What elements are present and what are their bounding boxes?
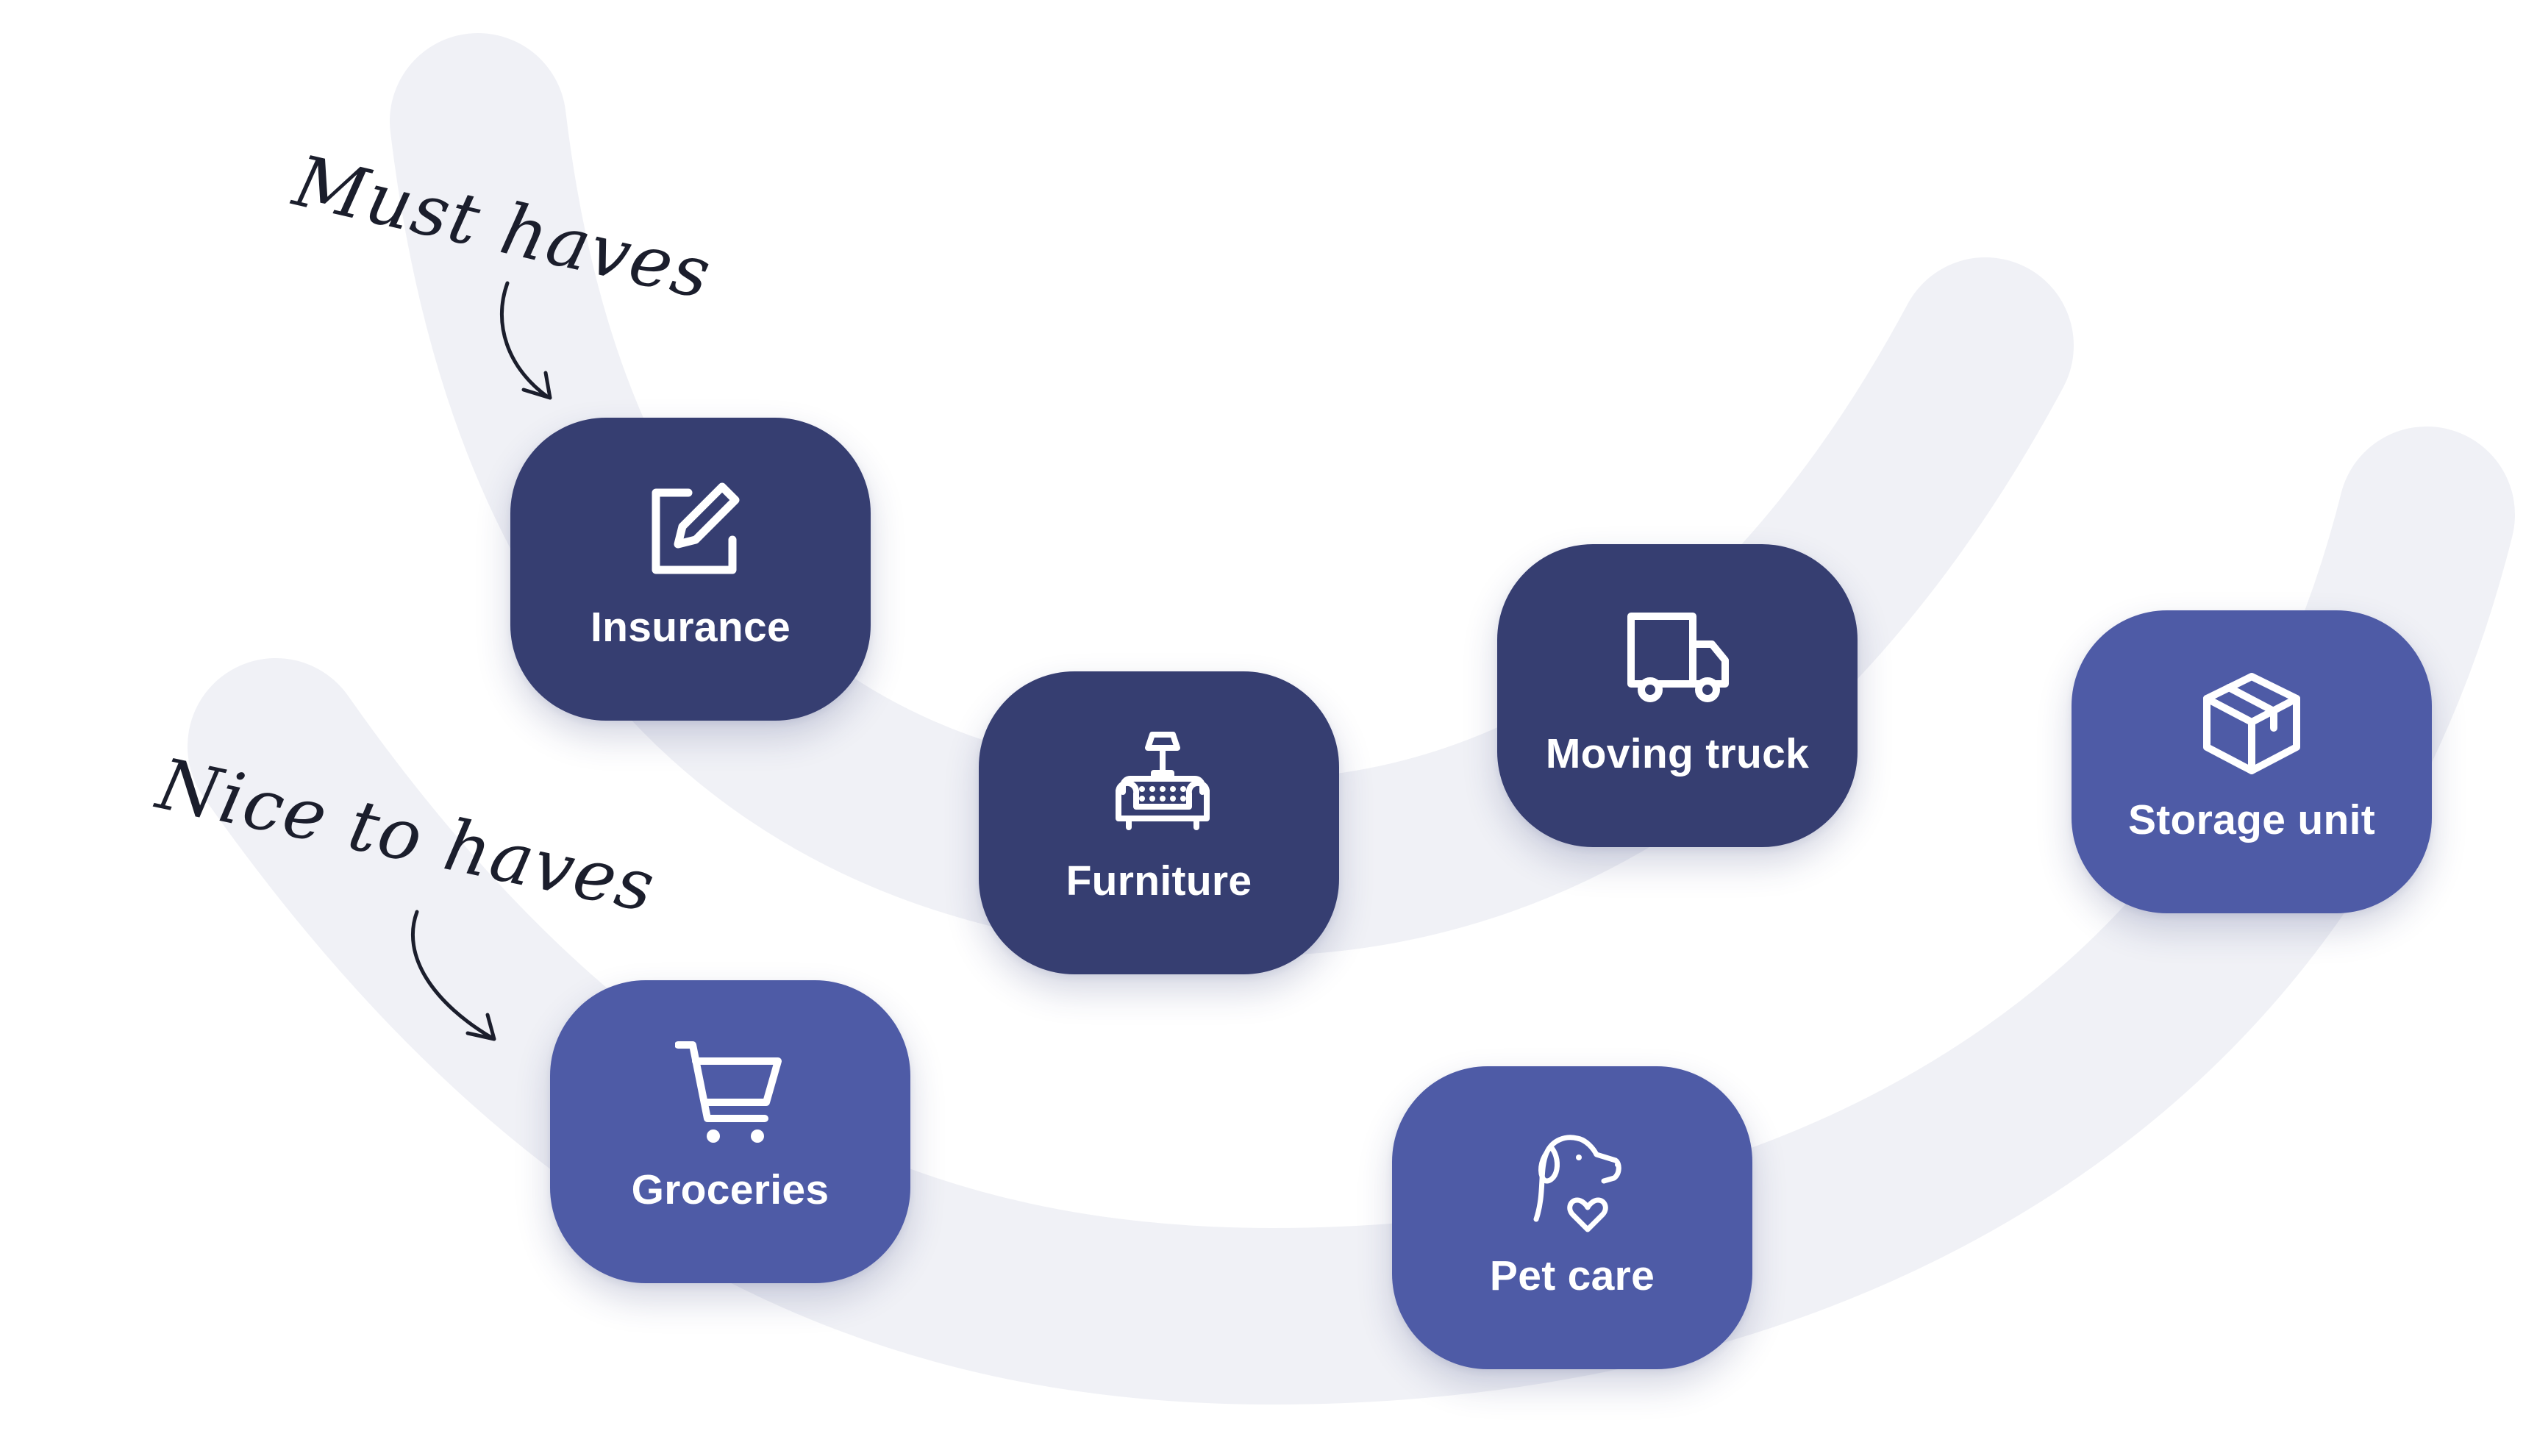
moving-truck-card[interactable]: Moving truck (1497, 544, 1858, 847)
furniture-label: Furniture (1066, 857, 1252, 904)
storage-unit-label: Storage unit (2127, 796, 2376, 843)
must-haves-arrow (500, 281, 550, 399)
must-haves-arrowhead (521, 371, 552, 400)
furniture-card[interactable]: Furniture (979, 671, 1339, 974)
edit-icon (652, 482, 740, 574)
sofa-icon (1116, 732, 1210, 830)
insurance-card[interactable]: Insurance (510, 418, 871, 721)
pet-care-label: Pet care (1489, 1252, 1655, 1299)
dog-heart-icon (1533, 1135, 1621, 1232)
nice-to-haves-arrowhead (465, 1013, 496, 1041)
moving-truck-label: Moving truck (1545, 730, 1810, 777)
pet-care-card[interactable]: Pet care (1392, 1066, 1752, 1369)
shopping-cart-icon (675, 1041, 782, 1143)
storage-unit-card[interactable]: Storage unit (2072, 610, 2432, 913)
truck-icon (1627, 613, 1729, 702)
groceries-label: Groceries (631, 1166, 829, 1213)
nice-to-haves-arrow (410, 910, 495, 1041)
groceries-card[interactable]: Groceries (550, 980, 910, 1283)
package-icon (2203, 673, 2300, 774)
insurance-label: Insurance (590, 604, 791, 651)
